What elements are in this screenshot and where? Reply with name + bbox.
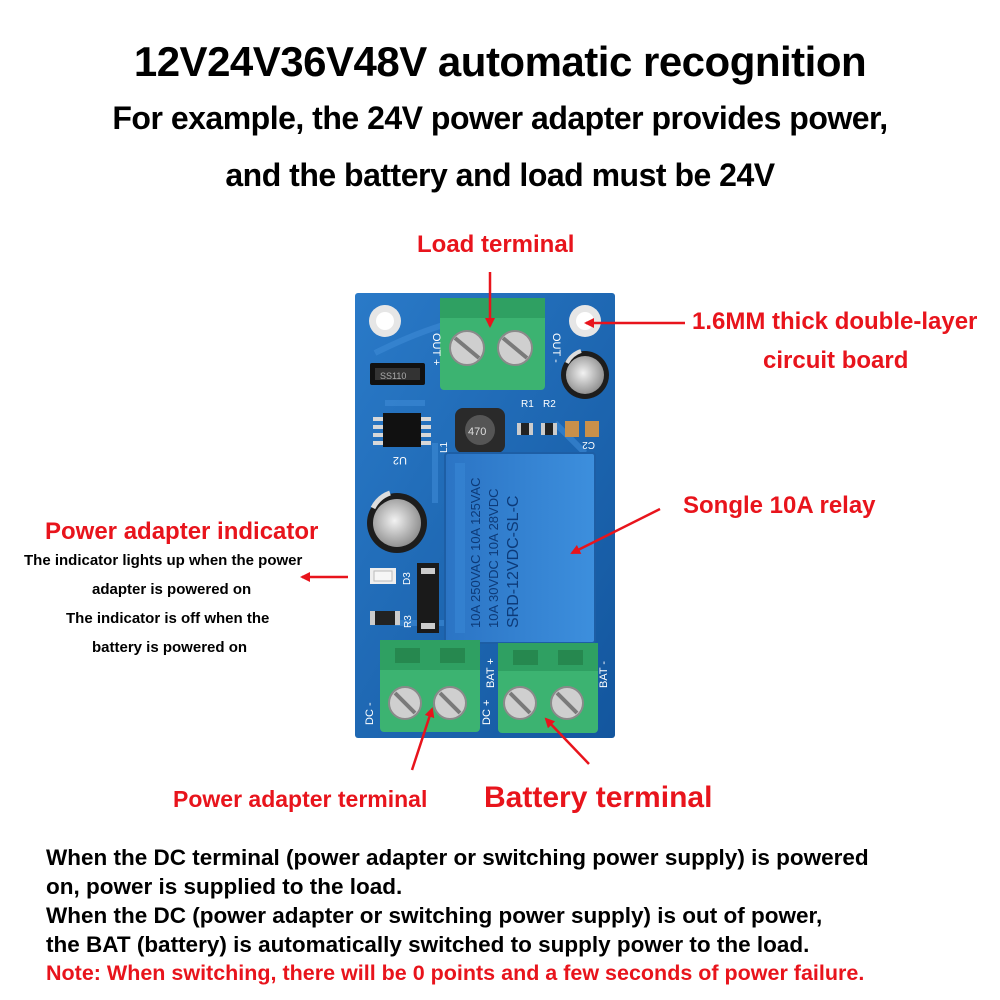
silk-r2: R2 [543, 399, 556, 410]
silk-r3: R3 [403, 615, 414, 628]
mounting-hole-top-right [569, 305, 601, 337]
smd-diode-right [417, 563, 439, 633]
power-indicator-line2: adapter is powered on [92, 581, 252, 598]
capacitor-top-right [561, 349, 609, 399]
capacitor-left [367, 490, 427, 553]
battery-terminal-block [498, 643, 598, 733]
silk-bat-plus: BAT + [485, 658, 497, 688]
silk-l1: L1 [439, 441, 450, 453]
footer-note: Note: When switching, there will be 0 po… [46, 961, 865, 985]
headline-line3: and the battery and load must be 24V [225, 157, 775, 193]
l1-inductor [455, 408, 505, 453]
silk-r1: R1 [521, 399, 534, 410]
battery-terminal-label: Battery terminal [484, 781, 713, 814]
relay-text-line3: SRD-12VDC-SL-C [505, 496, 522, 628]
footer-line1: When the DC terminal (power adapter or s… [46, 845, 869, 870]
board-thickness-label-1: 1.6MM thick double-layer [692, 308, 978, 335]
power-indicator-line1: The indicator lights up when the power [24, 552, 303, 569]
silk-dc-plus: DC + [481, 700, 493, 725]
silk-ss110: SS110 [380, 371, 406, 381]
footer-line3: When the DC (power adapter or switching … [46, 903, 823, 928]
smd-resistors [517, 421, 599, 437]
ss110-diode [370, 363, 425, 385]
power-indicator-led [370, 568, 396, 584]
footer-line4: the BAT (battery) is automatically switc… [46, 932, 810, 957]
silk-c2: C2 [582, 439, 595, 450]
relay-text-line2: 10A 30VDC 10A 28VDC [486, 489, 501, 628]
silk-u2: U2 [393, 454, 407, 466]
relay-text-line1: 10A 250VAC 10A 125VAC [468, 477, 483, 628]
power-indicator-title: Power adapter indicator [45, 518, 319, 545]
footer-line2: on, power is supplied to the load. [46, 874, 403, 899]
silk-d3: D3 [402, 572, 413, 585]
r3-resistor [370, 611, 400, 625]
headline-title: 12V24V36V48V automatic recognition [133, 38, 867, 85]
power-adapter-terminal-label: Power adapter terminal [173, 786, 428, 812]
load-terminal-block [440, 298, 545, 390]
silk-inductor: 470 [468, 426, 486, 438]
silk-out-plus: OUT + [430, 333, 442, 366]
u2-chip [373, 413, 431, 447]
load-terminal-label: Load terminal [417, 231, 575, 258]
relay-label: Songle 10A relay [683, 492, 876, 519]
headline-line2: For example, the 24V power adapter provi… [112, 100, 888, 136]
power-indicator-line4: battery is powered on [92, 639, 248, 656]
board-thickness-label-2: circuit board [763, 347, 909, 374]
mounting-hole-top-left [369, 305, 401, 337]
silk-dc-minus: DC - [364, 702, 376, 725]
silk-out-minus: OUT - [550, 333, 562, 363]
power-adapter-terminal-block [380, 640, 480, 732]
relay-module-board: OUT + OUT - SS110 U2 470 L1 R1 R2 C2 [355, 293, 615, 738]
power-indicator-line3: The indicator is off when the [66, 610, 270, 627]
silk-bat-minus: BAT - [598, 661, 610, 688]
